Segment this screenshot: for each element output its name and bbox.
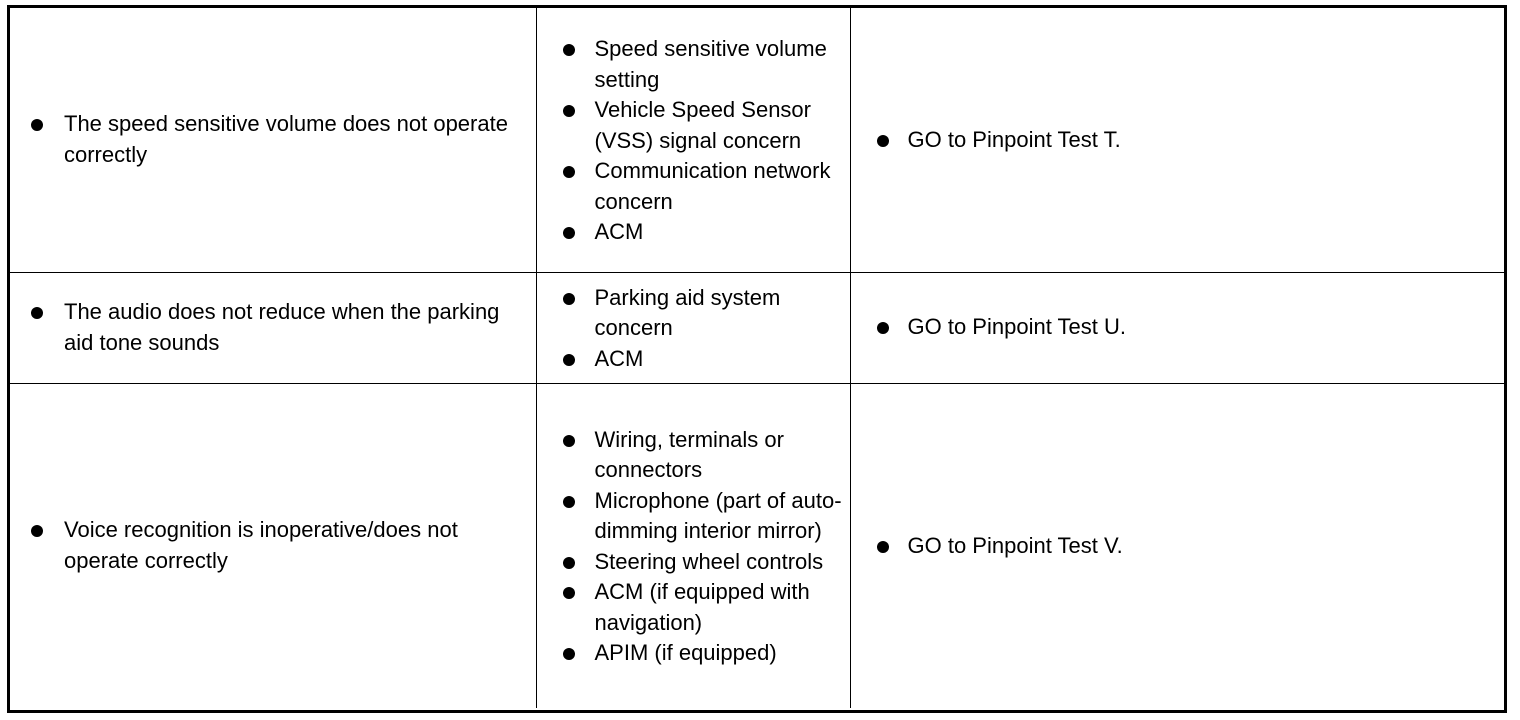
list-item: Voice recognition is inoperative/does no… (10, 515, 536, 576)
cause-text: Parking aid system concern (594, 284, 781, 341)
cause-text: ACM (594, 219, 644, 244)
cause-text: Microphone (part of auto-dimming interio… (594, 487, 842, 544)
symptom-chart-table: The speed sensitive volume does not oper… (10, 8, 1504, 708)
action-text: GO to Pinpoint Test V. (907, 532, 1123, 558)
list-item: The speed sensitive volume does not oper… (10, 109, 536, 170)
table-frame (7, 5, 1507, 713)
list-item: Steering wheel controls (537, 547, 850, 578)
bullet-icon (562, 105, 575, 117)
bullet-icon (562, 227, 575, 239)
symptom-cell: The speed sensitive volume does not oper… (10, 8, 537, 273)
cause-text: Vehicle Speed Sensor (VSS) signal concer… (594, 97, 812, 153)
cause-text: Communication network concern (594, 158, 831, 214)
symptom-cell: The audio does not reduce when the parki… (10, 271, 537, 384)
list-item: Wiring, terminals or connectors (537, 425, 850, 486)
bullet-icon (562, 587, 575, 600)
bullet-icon (31, 119, 43, 132)
action-cell: GO to Pinpoint Test V. (849, 382, 1505, 708)
list-item: The audio does not reduce when the parki… (10, 297, 536, 358)
cause-text: ACM (if equipped with navigation) (594, 579, 810, 635)
cause-cell: Parking aid system concern ACM (535, 271, 851, 384)
bullet-icon (562, 44, 575, 56)
bullet-icon (876, 134, 889, 147)
cause-text: Speed sensitive volume setting (594, 36, 827, 92)
cause-text: APIM (if equipped) (594, 640, 777, 666)
cause-cell: Speed sensitive volume setting Vehicle S… (535, 8, 851, 273)
symptom-text: Voice recognition is inoperative/does no… (64, 517, 458, 573)
bullet-icon (562, 495, 575, 508)
symptom-text: The audio does not reduce when the parki… (64, 299, 500, 355)
list-item: APIM (if equipped) (537, 638, 850, 669)
bullet-icon (562, 556, 575, 569)
bullet-icon (31, 307, 43, 319)
action-text: GO to Pinpoint Test U. (907, 314, 1126, 340)
list-item: Speed sensitive volume setting (537, 34, 850, 95)
table-row: The speed sensitive volume does not oper… (10, 8, 1505, 273)
list-item: Parking aid system concern (537, 283, 850, 344)
list-item: GO to Pinpoint Test V. (851, 531, 1505, 562)
table-row: The audio does not reduce when the parki… (10, 271, 1505, 384)
list-item: Microphone (part of auto-dimming interio… (537, 486, 850, 547)
cause-text: ACM (594, 345, 644, 371)
bullet-icon (562, 648, 575, 661)
list-item: GO to Pinpoint Test U. (851, 312, 1505, 343)
bullet-icon (31, 525, 43, 538)
cause-text: Steering wheel controls (594, 548, 824, 574)
cause-cell: Wiring, terminals or connectors Micropho… (535, 382, 851, 708)
bullet-icon (876, 322, 889, 335)
action-cell: GO to Pinpoint Test T. (849, 8, 1505, 273)
list-item: ACM (537, 344, 850, 375)
list-item: GO to Pinpoint Test T. (851, 125, 1505, 156)
table-row: Voice recognition is inoperative/does no… (10, 382, 1505, 708)
list-item: Communication network concern (537, 156, 850, 217)
cause-text: Wiring, terminals or connectors (594, 426, 784, 483)
list-item: ACM (537, 217, 850, 248)
bullet-icon (562, 166, 575, 178)
bullet-icon (562, 353, 575, 366)
bullet-icon (562, 434, 575, 447)
action-cell: GO to Pinpoint Test U. (849, 271, 1505, 384)
list-item: ACM (if equipped with navigation) (537, 577, 850, 638)
symptom-cell: Voice recognition is inoperative/does no… (10, 382, 537, 708)
bullet-icon (876, 540, 889, 553)
list-item: Vehicle Speed Sensor (VSS) signal concer… (537, 95, 850, 156)
action-text: GO to Pinpoint Test T. (907, 126, 1121, 152)
symptom-text: The speed sensitive volume does not oper… (64, 111, 508, 167)
bullet-icon (562, 292, 575, 305)
